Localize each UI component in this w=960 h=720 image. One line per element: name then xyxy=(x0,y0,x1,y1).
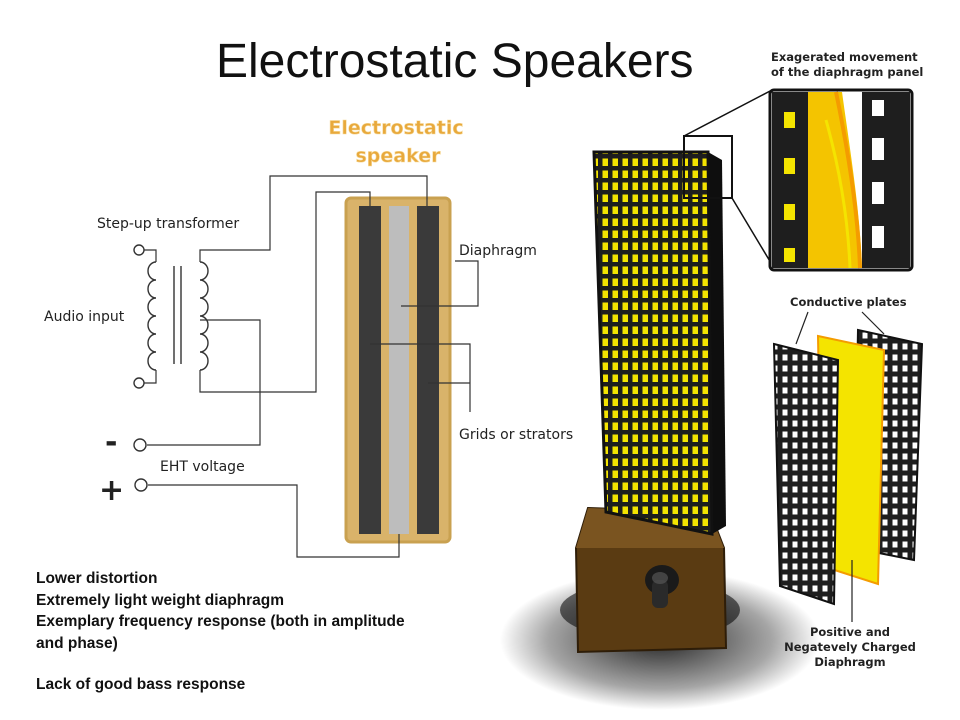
eht-plus-terminal xyxy=(134,478,148,492)
audio-terminal-bottom xyxy=(133,377,145,389)
advantages-list: Lower distortion Extremely light weight … xyxy=(36,568,416,696)
drawback-note: Lack of good bass response xyxy=(36,676,246,693)
bullet-item: Extremely light weight diaphragm xyxy=(36,591,285,609)
audio-input-label: Audio input xyxy=(44,309,125,325)
volume-knob xyxy=(645,565,679,608)
zoom-detail-box xyxy=(768,88,914,272)
schematic-wiring xyxy=(140,175,479,558)
schematic-heading-line1: Electrostatic xyxy=(328,117,463,139)
transformer-label: Step-up transformer xyxy=(97,216,239,232)
bullet-item: Exemplary frequency response (both in am… xyxy=(36,613,405,652)
schematic-heading-line2: speaker xyxy=(356,145,442,167)
speaker-illustration: Exagerated movement of the diaphragm pan… xyxy=(500,50,923,710)
diaphragm-label: Diaphragm xyxy=(459,243,537,259)
zoom-label-line1: Exagerated movement xyxy=(771,50,918,64)
charged-label-line3: Diaphragm xyxy=(814,655,885,669)
audio-terminal-top xyxy=(133,244,145,256)
rear-grid-plate xyxy=(417,206,439,534)
front-conductive-plate xyxy=(772,342,840,606)
grids-label: Grids or strators xyxy=(459,427,573,443)
zoom-source-box xyxy=(683,135,733,199)
eht-voltage-label: EHT voltage xyxy=(160,459,245,475)
conductive-plates-label: Conductive plates xyxy=(790,295,907,309)
diaphragm-membrane xyxy=(389,206,409,534)
eht-minus-terminal xyxy=(133,438,147,452)
speaker-schematic: Electrostatic speaker xyxy=(44,117,573,558)
charged-label-line1: Positive and xyxy=(810,625,890,639)
transformer-coils xyxy=(147,261,209,371)
speaker-panel-front xyxy=(592,150,714,536)
front-grid-plate xyxy=(359,206,381,534)
charged-label-line2: Negatevely Charged xyxy=(784,640,916,654)
plus-sign: + xyxy=(99,473,124,508)
minus-sign: - xyxy=(105,425,117,460)
slide-title: Electrostatic Speakers xyxy=(216,35,694,88)
zoom-label-line2: of the diaphragm panel xyxy=(771,65,923,79)
bullet-item: Lower distortion xyxy=(36,570,158,587)
